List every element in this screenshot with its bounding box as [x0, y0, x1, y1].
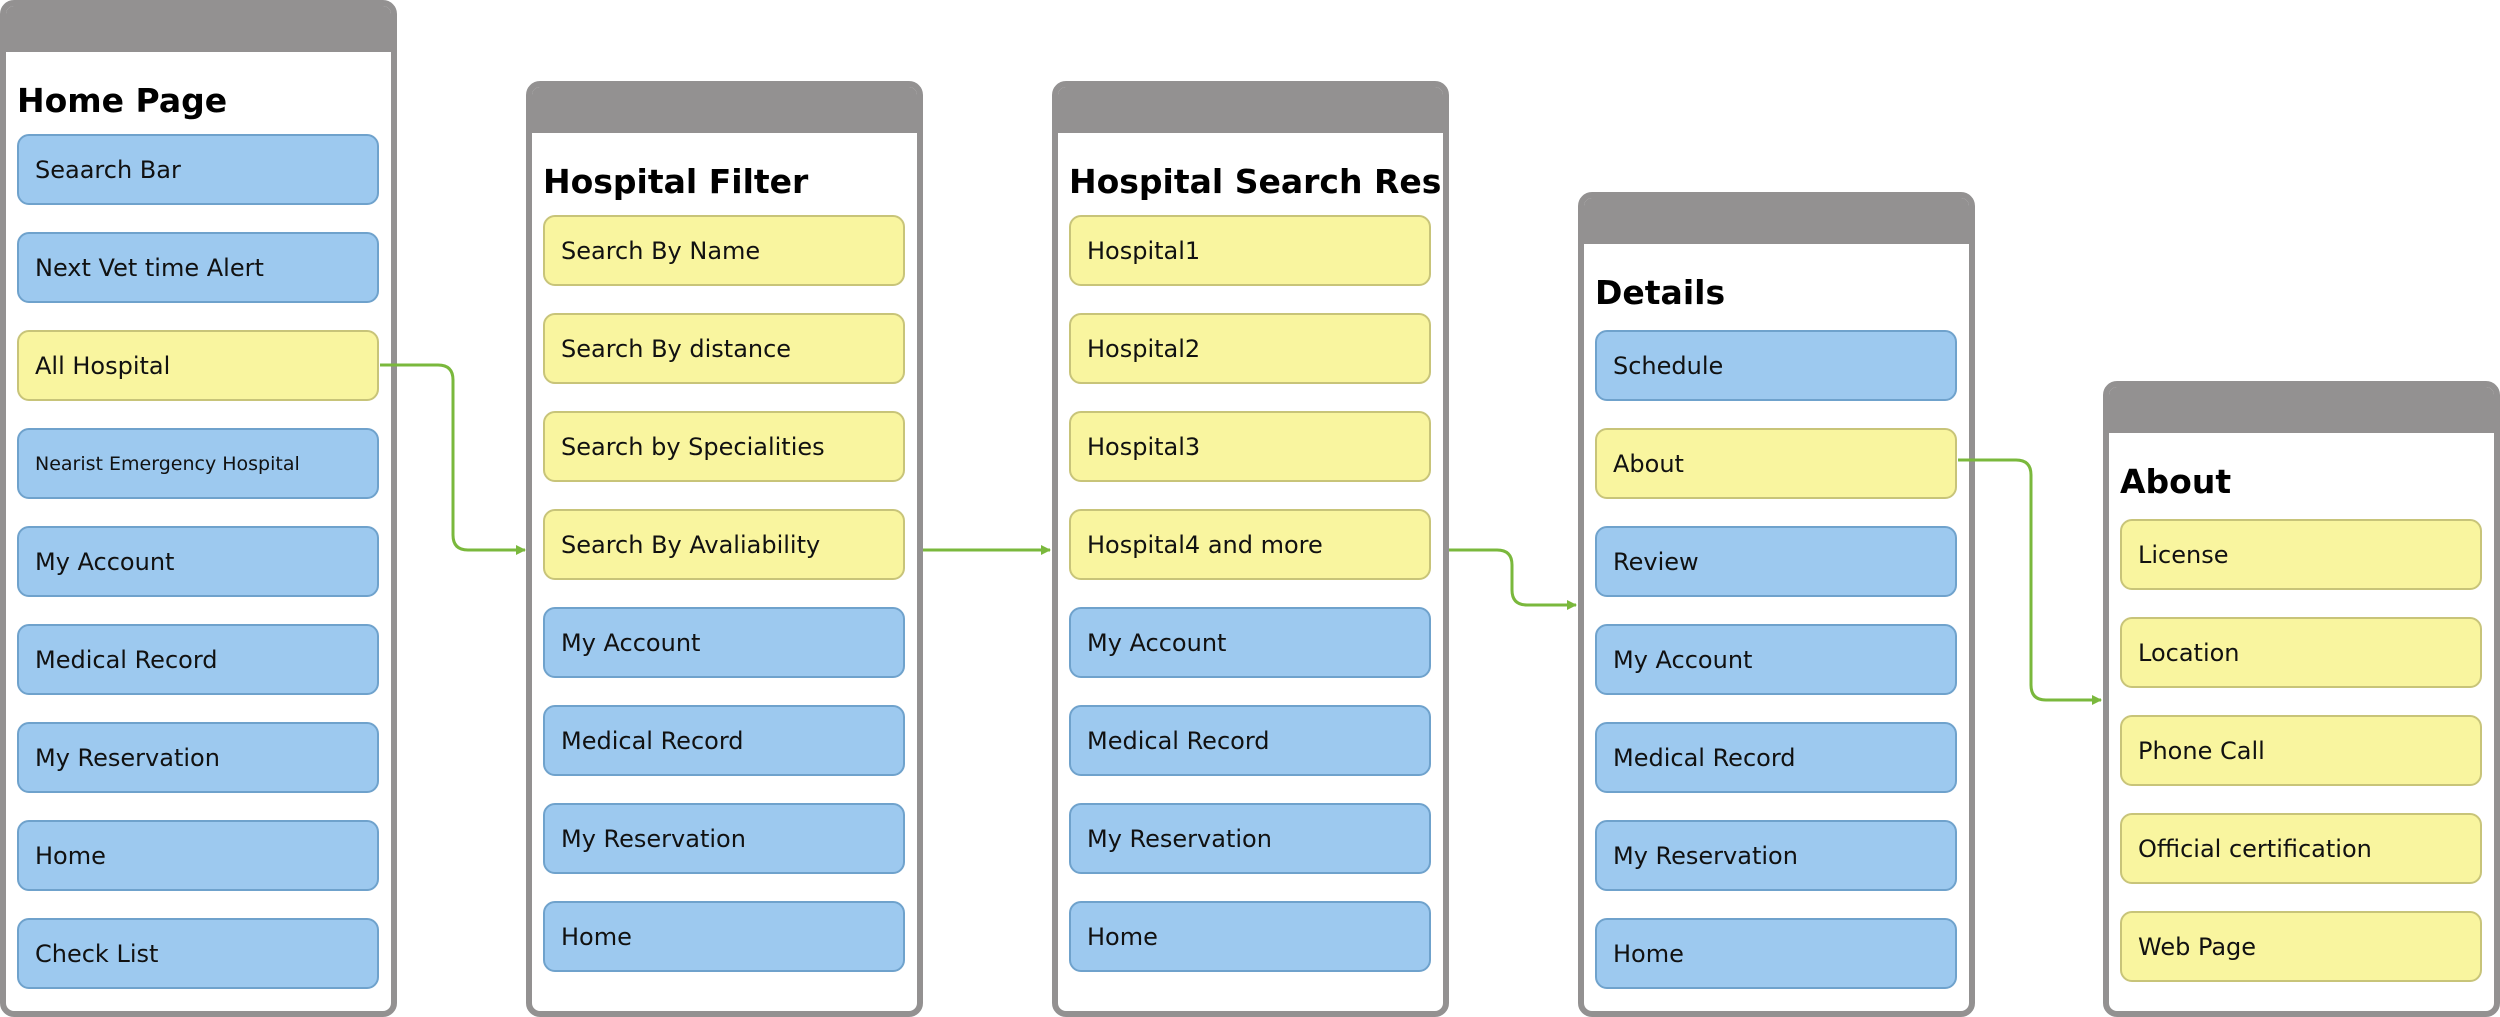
- medical-record-button[interactable]: Medical Record: [543, 705, 905, 776]
- connector-all-hospital-to-hospital-filter: [380, 363, 526, 555]
- my-account-button[interactable]: My Account: [543, 607, 905, 678]
- my-account-button[interactable]: My Account: [1595, 624, 1957, 695]
- screen-title: Hospital Search Result: [1069, 162, 1443, 201]
- search-bar-button[interactable]: Seaarch Bar: [17, 134, 379, 205]
- official-certification-button[interactable]: Official certification: [2120, 813, 2482, 884]
- hospital2-button[interactable]: Hospital2: [1069, 313, 1431, 384]
- my-account-button[interactable]: My Account: [17, 526, 379, 597]
- screen-header-bar: [1058, 87, 1443, 133]
- screen-hospital-filter: Hospital Filter Search By Name Search By…: [526, 81, 923, 1017]
- screen-header-bar: [1584, 198, 1969, 244]
- screen-title: About: [2120, 462, 2232, 501]
- screen-hospital-search-result: Hospital Search Result Hospital1 Hospita…: [1052, 81, 1449, 1017]
- connector-hospital4-to-details: [1449, 548, 1577, 610]
- my-reservation-button[interactable]: My Reservation: [1595, 820, 1957, 891]
- hospital4-and-more-button[interactable]: Hospital4 and more: [1069, 509, 1431, 580]
- hospital1-button[interactable]: Hospital1: [1069, 215, 1431, 286]
- phone-call-button[interactable]: Phone Call: [2120, 715, 2482, 786]
- connector-about-to-about-screen: [1958, 458, 2102, 705]
- location-button[interactable]: Location: [2120, 617, 2482, 688]
- screen-header-bar: [2109, 387, 2494, 433]
- screen-home-page: Home Page Seaarch Bar Next Vet time Aler…: [0, 0, 397, 1017]
- my-reservation-button[interactable]: My Reservation: [17, 722, 379, 793]
- nearest-emergency-hospital-button[interactable]: Nearist Emergency Hospital: [17, 428, 379, 499]
- screen-about: About License Location Phone Call Offici…: [2103, 381, 2500, 1017]
- hospital3-button[interactable]: Hospital3: [1069, 411, 1431, 482]
- screen-title: Home Page: [17, 81, 228, 120]
- license-button[interactable]: License: [2120, 519, 2482, 590]
- screen-details: Details Schedule About Review My Account…: [1578, 192, 1975, 1017]
- home-button[interactable]: Home: [1069, 901, 1431, 972]
- my-reservation-button[interactable]: My Reservation: [543, 803, 905, 874]
- screen-title: Hospital Filter: [543, 162, 809, 201]
- medical-record-button[interactable]: Medical Record: [17, 624, 379, 695]
- next-vet-time-alert-button[interactable]: Next Vet time Alert: [17, 232, 379, 303]
- home-button[interactable]: Home: [543, 901, 905, 972]
- search-by-availability-button[interactable]: Search By Avaliability: [543, 509, 905, 580]
- my-reservation-button[interactable]: My Reservation: [1069, 803, 1431, 874]
- screen-header-bar: [6, 6, 391, 52]
- search-by-name-button[interactable]: Search By Name: [543, 215, 905, 286]
- review-button[interactable]: Review: [1595, 526, 1957, 597]
- screen-title: Details: [1595, 273, 1726, 312]
- my-account-button[interactable]: My Account: [1069, 607, 1431, 678]
- schedule-button[interactable]: Schedule: [1595, 330, 1957, 401]
- check-list-button[interactable]: Check List: [17, 918, 379, 989]
- home-button[interactable]: Home: [1595, 918, 1957, 989]
- all-hospital-button[interactable]: All Hospital: [17, 330, 379, 401]
- web-page-button[interactable]: Web Page: [2120, 911, 2482, 982]
- search-by-specialities-button[interactable]: Search by Specialities: [543, 411, 905, 482]
- medical-record-button[interactable]: Medical Record: [1595, 722, 1957, 793]
- about-button[interactable]: About: [1595, 428, 1957, 499]
- search-by-distance-button[interactable]: Search By distance: [543, 313, 905, 384]
- medical-record-button[interactable]: Medical Record: [1069, 705, 1431, 776]
- home-button[interactable]: Home: [17, 820, 379, 891]
- screen-header-bar: [532, 87, 917, 133]
